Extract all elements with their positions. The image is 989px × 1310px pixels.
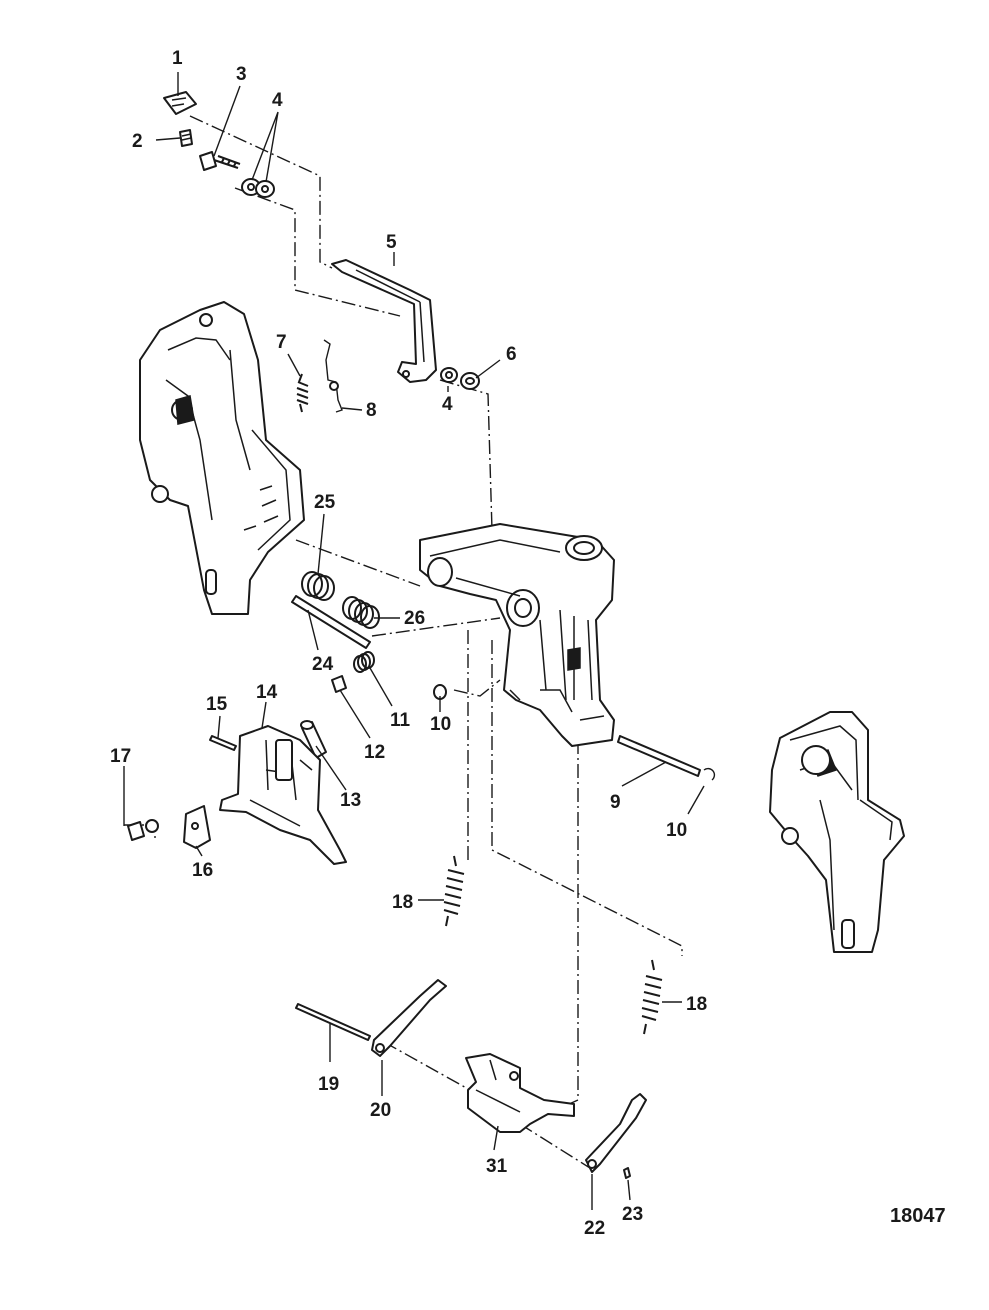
part-lever-20: [371, 979, 447, 1057]
callout-18b: 18: [686, 994, 707, 1015]
callout-12: 12: [364, 742, 385, 763]
part-pin-15: [209, 735, 237, 751]
callout-20: 20: [370, 1100, 391, 1121]
callout-labels: 1 2 3 4 5 6 7 8 4 25 26 24 11 10 12 13 1…: [110, 48, 946, 1239]
part-clip-10: [703, 767, 716, 781]
callout-15: 15: [206, 694, 228, 715]
callout-22: 22: [584, 1218, 605, 1239]
part-pin-23: [623, 1167, 631, 1179]
callout-23: 23: [622, 1204, 643, 1225]
callout-18a: 18: [392, 892, 413, 913]
callout-26: 26: [404, 608, 425, 629]
callout-13: 13: [340, 790, 361, 811]
callout-7: 7: [276, 332, 287, 353]
callout-2: 2: [132, 131, 143, 152]
part-lever-14: [219, 725, 347, 865]
part-16: [183, 805, 211, 849]
part-12: [331, 675, 347, 693]
callout-4: 4: [272, 90, 283, 111]
part-spring-11: [353, 651, 375, 673]
part-spring-25: [301, 571, 335, 601]
part-washer-nut: [440, 367, 480, 390]
callout-24: 24: [312, 654, 334, 675]
part-pin-13: [300, 720, 327, 759]
part-lever-22: [585, 1093, 647, 1173]
part-rod-9: [617, 735, 701, 777]
callout-6: 6: [506, 344, 517, 365]
right-clamp-bracket: [769, 711, 905, 953]
callout-4b: 4: [442, 394, 453, 415]
part-spring-18b: [641, 959, 663, 1035]
callout-16: 16: [192, 860, 213, 881]
leader-lines: [123, 72, 705, 1210]
part-rod-24: [291, 595, 371, 649]
part-rod-19: [295, 1003, 371, 1041]
part-bracket-31: [465, 1053, 575, 1133]
part-clip: [163, 91, 197, 115]
assembly-lines: [124, 115, 683, 1169]
part-spring-26: [342, 596, 380, 629]
left-clamp-bracket: [139, 301, 305, 615]
callout-19: 19: [318, 1074, 339, 1095]
part-washers-4: [241, 178, 275, 198]
callout-11: 11: [390, 710, 411, 731]
callout-9: 9: [610, 792, 621, 813]
part-bolt-17: [127, 819, 159, 841]
part-bracket-5: [331, 259, 437, 383]
part-spring-18a: [443, 855, 465, 927]
callout-10b: 10: [666, 820, 687, 841]
part-spring-8: [323, 339, 343, 413]
part-spring-7: [296, 373, 309, 413]
figure-number: 18047: [890, 1205, 946, 1227]
part-screw-2: [179, 129, 193, 147]
part-bolt-3: [199, 151, 241, 171]
callout-10a: 10: [430, 714, 451, 735]
callout-8: 8: [366, 400, 377, 421]
callout-31: 31: [486, 1156, 508, 1177]
callout-3: 3: [236, 64, 247, 85]
callout-14: 14: [256, 682, 278, 703]
callout-17: 17: [110, 746, 131, 767]
callout-25: 25: [314, 492, 336, 513]
callout-5: 5: [386, 232, 397, 253]
callout-1: 1: [172, 48, 183, 69]
swivel-bracket: [419, 523, 615, 747]
